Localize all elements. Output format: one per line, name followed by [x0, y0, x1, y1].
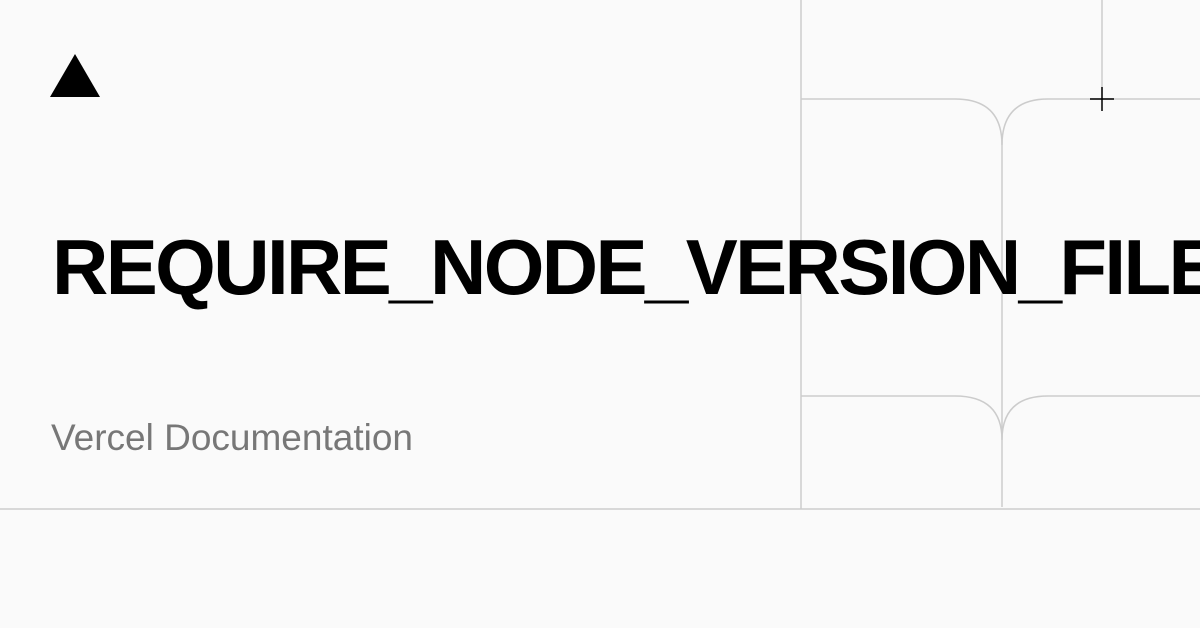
grid-curve	[801, 98, 1200, 146]
page-title: REQUIRE_NODE_VERSION_FILE	[52, 223, 1200, 311]
grid-curve	[801, 395, 1200, 441]
page-subtitle: Vercel Documentation	[51, 417, 413, 458]
vercel-logo-icon	[50, 54, 100, 97]
plus-icon	[1090, 87, 1114, 111]
